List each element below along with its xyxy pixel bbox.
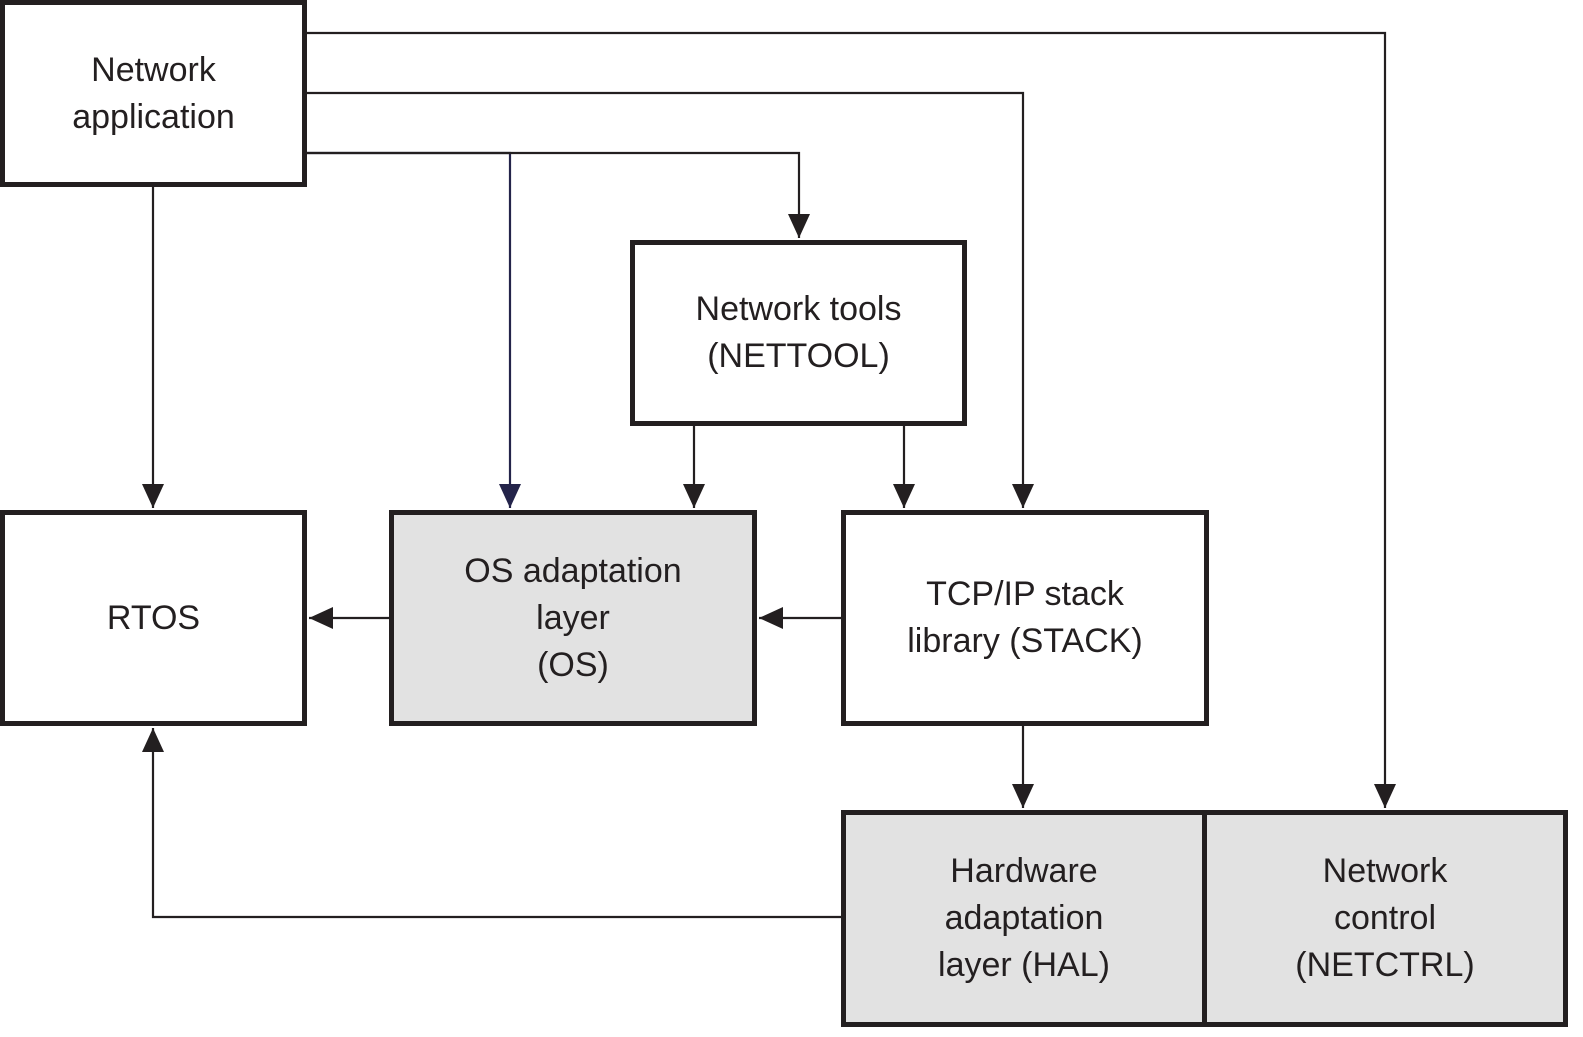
arrowhead-os-to-rtos bbox=[309, 607, 333, 629]
label-line: (NETTOOL) bbox=[707, 337, 890, 375]
arrowhead-app-to-nettool bbox=[788, 214, 810, 238]
label-line: library (STACK) bbox=[907, 622, 1143, 660]
arrowhead-app-to-os bbox=[499, 484, 521, 508]
connector-app-to-os bbox=[307, 151, 512, 508]
arrowhead-hal-to-rtos bbox=[142, 728, 164, 752]
label-line: Hardware bbox=[950, 852, 1098, 890]
label-line: RTOS bbox=[106, 598, 201, 637]
label-line: Network bbox=[91, 50, 216, 89]
label-line: (NETCTRL) bbox=[1295, 946, 1475, 984]
arrowhead-app-to-stack bbox=[1012, 484, 1034, 508]
tcpip-stack-box: TCP/IP stack library (STACK) bbox=[841, 510, 1209, 726]
connector-app-to-stack bbox=[307, 91, 1025, 508]
label-line: layer bbox=[536, 598, 610, 637]
connector-hal-to-rtos bbox=[151, 728, 841, 919]
os-adaptation-layer-box: OS adaptation layer (OS) bbox=[389, 510, 757, 726]
rtos-label: RTOS bbox=[107, 595, 200, 642]
network-tools-box: Network tools (NETTOOL) bbox=[630, 240, 967, 426]
network-application-label: Network application bbox=[72, 47, 235, 141]
connector-app-to-netctrl bbox=[307, 31, 1387, 808]
label-line: TCP/IP stack bbox=[926, 575, 1124, 613]
label-line: Network tools bbox=[695, 290, 902, 328]
rtos-box: RTOS bbox=[0, 510, 307, 726]
connector-app-to-nettool bbox=[307, 151, 801, 238]
hardware-adaptation-layer-box: Hardware adaptation layer (HAL) bbox=[841, 810, 1207, 1027]
network-control-box: Network control (NETCTRL) bbox=[1202, 810, 1568, 1027]
label-line: Network bbox=[1322, 852, 1448, 890]
label-line: application bbox=[72, 97, 235, 136]
label-line: adaptation bbox=[944, 899, 1104, 937]
label-line: layer (HAL) bbox=[938, 946, 1110, 984]
arrowhead-nettool-to-stack bbox=[893, 484, 915, 508]
os-adaptation-layer-label: OS adaptation layer (OS) bbox=[464, 548, 681, 689]
label-line: (OS) bbox=[537, 645, 609, 684]
arrowhead-app-to-rtos bbox=[142, 484, 164, 508]
arrowhead-nettool-to-os bbox=[683, 484, 705, 508]
label-line: control bbox=[1333, 899, 1437, 937]
tcpip-stack-label: TCP/IP stack library (STACK) bbox=[907, 571, 1143, 665]
arrowhead-app-to-netctrl bbox=[1374, 784, 1396, 808]
network-control-label: Network control (NETCTRL) bbox=[1295, 848, 1474, 989]
arrowhead-stack-to-hal bbox=[1012, 784, 1034, 808]
network-tools-label: Network tools (NETTOOL) bbox=[696, 286, 902, 380]
arrowhead-stack-to-os bbox=[759, 607, 783, 629]
network-application-box: Network application bbox=[0, 0, 307, 187]
hardware-adaptation-layer-label: Hardware adaptation layer (HAL) bbox=[938, 848, 1110, 989]
label-line: OS adaptation bbox=[464, 551, 682, 590]
